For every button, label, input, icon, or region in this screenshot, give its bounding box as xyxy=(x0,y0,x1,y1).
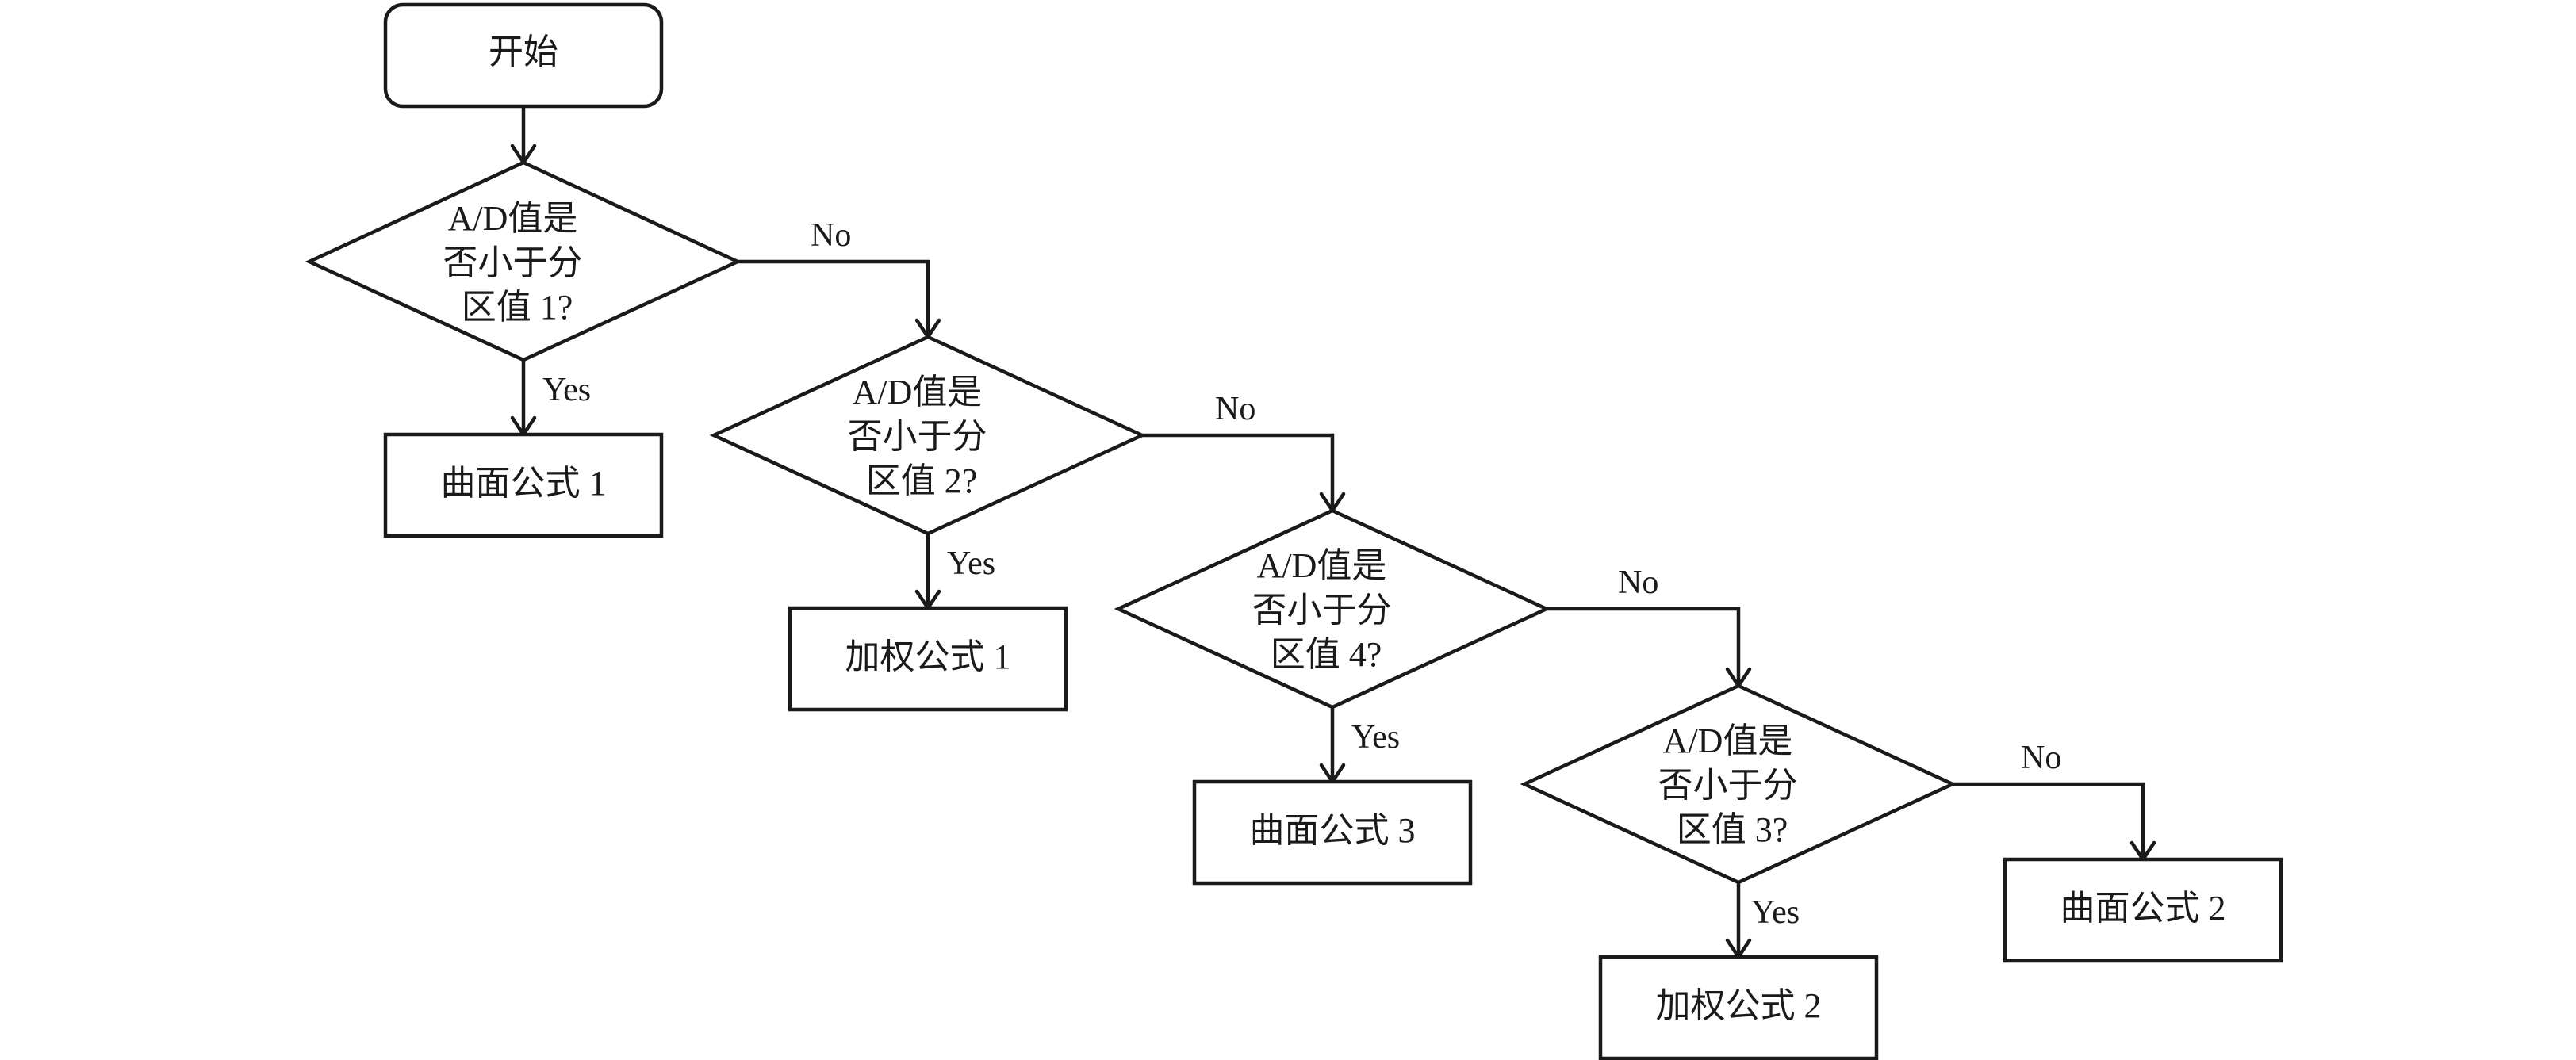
edge-label-yes-4: Yes xyxy=(1751,894,1800,931)
decision-node-2: A/D值是 否小于分 区值 2? xyxy=(709,335,1147,536)
edge-decision1-no xyxy=(738,259,930,337)
process-box xyxy=(788,606,1068,712)
edge-decision2-no xyxy=(1142,433,1335,511)
edge-label-yes-3: Yes xyxy=(1351,719,1400,756)
decision-text: A/D值是 否小于分 区值 4? xyxy=(1252,546,1401,674)
decision-text: A/D值是 否小于分 区值 2? xyxy=(848,373,996,500)
decision-line: 区值 2? xyxy=(866,461,978,500)
decision-line: 区值 4? xyxy=(1271,635,1382,674)
edge-label-no-1: No xyxy=(811,217,851,254)
result-node-4: 加权公式 2 xyxy=(1598,955,1879,1060)
result-label: 曲面公式 3 xyxy=(1250,811,1416,850)
edge-label-no-4: No xyxy=(2021,740,2061,776)
start-terminator xyxy=(383,2,664,109)
decision-line: A/D值是 xyxy=(853,373,983,411)
process-box xyxy=(2003,857,2283,963)
decision-text: A/D值是 否小于分 区值 3? xyxy=(1658,721,1807,849)
edge-label-no-3: No xyxy=(1618,564,1658,601)
result-node-5: 曲面公式 2 xyxy=(2003,857,2283,963)
edge-decision4-no xyxy=(1953,782,2145,859)
decision-node-1: A/D值是 否小于分 区值 1? xyxy=(305,160,742,362)
decision-line: 否小于分 xyxy=(1658,766,1798,805)
decision-text: A/D值是 否小于分 区值 1? xyxy=(443,199,592,327)
decision-line: A/D值是 xyxy=(1257,546,1387,585)
result-label: 加权公式 2 xyxy=(1656,986,1822,1025)
process-box xyxy=(1598,955,1879,1060)
decision-diamond xyxy=(305,160,742,362)
decision-line: 否小于分 xyxy=(848,417,987,456)
edge-labels: No Yes No Yes No Yes No Yes xyxy=(542,217,2061,931)
decision-line: 否小于分 xyxy=(443,243,583,282)
edge-label-yes-1: Yes xyxy=(542,372,591,408)
decision-diamond xyxy=(709,335,1147,536)
edge-label-no-2: No xyxy=(1215,391,1255,427)
result-node-3: 曲面公式 3 xyxy=(1192,779,1473,886)
process-box xyxy=(383,432,664,538)
decision-line: A/D值是 xyxy=(448,199,578,238)
result-node-1: 曲面公式 1 xyxy=(383,432,664,538)
edge-decision3-no xyxy=(1547,607,1741,686)
decision-diamond xyxy=(1114,508,1551,710)
decision-line: 区值 1? xyxy=(462,288,573,327)
result-node-2: 加权公式 1 xyxy=(788,606,1068,712)
start-node: 开始 xyxy=(383,2,664,109)
decision-line: 区值 3? xyxy=(1677,810,1788,849)
decision-line: A/D值是 xyxy=(1663,721,1793,760)
result-label: 加权公式 1 xyxy=(845,637,1011,676)
edge-label-yes-2: Yes xyxy=(947,545,995,582)
start-label: 开始 xyxy=(489,33,558,71)
decision-line: 否小于分 xyxy=(1252,591,1392,629)
decision-node-3: A/D值是 否小于分 区值 4? xyxy=(1114,508,1551,710)
process-box xyxy=(1192,779,1473,886)
result-label: 曲面公式 1 xyxy=(441,464,607,503)
decision-diamond xyxy=(1520,683,1957,885)
result-label: 曲面公式 2 xyxy=(2060,889,2226,928)
decision-node-4: A/D值是 否小于分 区值 3? xyxy=(1520,683,1957,885)
